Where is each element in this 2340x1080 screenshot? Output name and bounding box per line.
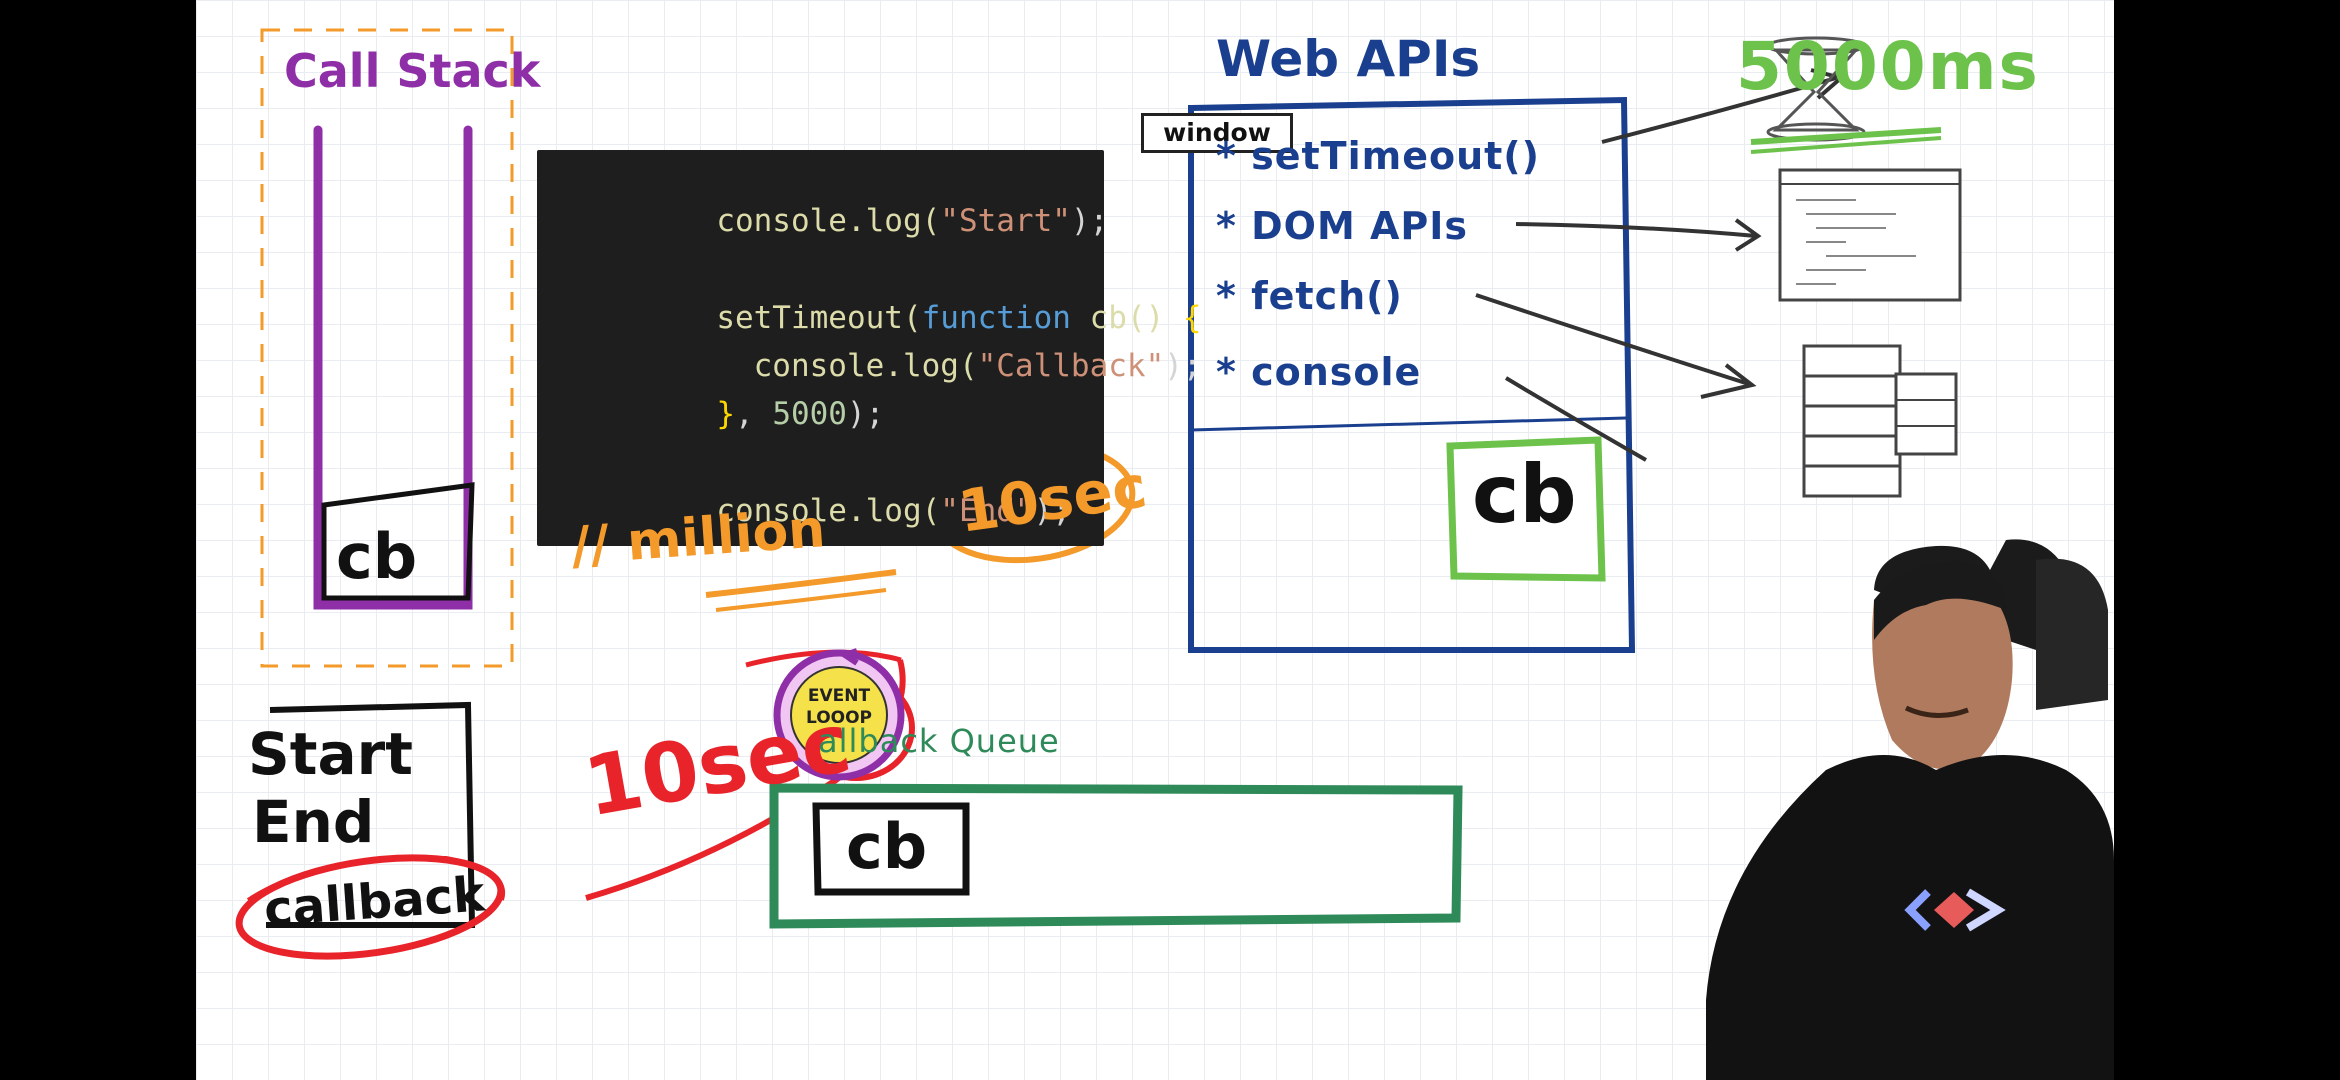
code-line-3: setTimeout(function cb() { — [716, 300, 1202, 336]
callback-queue-item: cb — [846, 810, 928, 883]
queue-cb-box — [812, 802, 970, 896]
web-apis-pending-cb: cb — [1472, 448, 1577, 541]
drawing-layer — [235, 28, 1962, 960]
arrow-settimeout-timer-head — [1810, 68, 1846, 100]
console-output-line-2: End — [252, 788, 375, 856]
web-apis-cb-box — [1446, 436, 1606, 582]
code-line-1: console.log("Start"); — [716, 203, 1109, 239]
event-loop-icon: EVENT LOOOP — [769, 645, 909, 785]
console-output-line-1: Start — [248, 720, 413, 788]
code-line-7: console.log("End"); — [716, 493, 1071, 529]
html-doc-icon — [1778, 168, 1962, 302]
hourglass-icon — [1750, 36, 1942, 154]
whiteboard: Call Stack — [196, 0, 2114, 1080]
code-editor: console.log("Start"); setTimeout(functio… — [537, 150, 1202, 546]
web-apis-title: Web APIs — [1216, 30, 1481, 88]
call-stack-frame-label: cb — [336, 520, 418, 593]
code-line-4: console.log("Callback"); — [753, 348, 1202, 384]
web-apis-box — [1188, 96, 1636, 653]
arrow-console — [1504, 376, 1647, 462]
server-icon — [1802, 344, 1958, 498]
red-callback-circle-2 — [246, 855, 506, 902]
orange-underline-2 — [715, 588, 887, 612]
callback-queue-title: allback Queue — [818, 722, 1060, 760]
arrow-fetch-server — [1475, 293, 1753, 387]
timer-label: 5000ms — [1736, 28, 2040, 105]
call-stack-dashed-border — [260, 28, 514, 668]
web-api-item-settimeout: * setTimeout() — [1216, 134, 1541, 178]
code-line-5: }, 5000); — [716, 396, 885, 432]
presenter-video — [1706, 539, 2114, 1080]
event-loop-label: EVENT LOOOP — [805, 686, 873, 728]
window-tag: window — [1141, 113, 1293, 153]
web-api-item-console: * console — [1216, 350, 1422, 394]
arrow-dom-doc-head — [1734, 218, 1762, 252]
console-output-box — [266, 701, 476, 928]
web-api-item-dom: * DOM APIs — [1216, 204, 1469, 248]
call-stack-tube — [313, 125, 473, 610]
call-stack-title: Call Stack — [284, 44, 541, 98]
call-stack-frame-box — [321, 482, 475, 601]
web-apis-divider — [1190, 416, 1627, 432]
event-loop-graphic — [773, 648, 905, 781]
web-api-item-fetch: * fetch() — [1216, 274, 1403, 318]
arrow-fetch-server-head — [1700, 363, 1757, 399]
arrow-dom-doc — [1515, 222, 1757, 238]
orange-underline — [705, 569, 897, 598]
